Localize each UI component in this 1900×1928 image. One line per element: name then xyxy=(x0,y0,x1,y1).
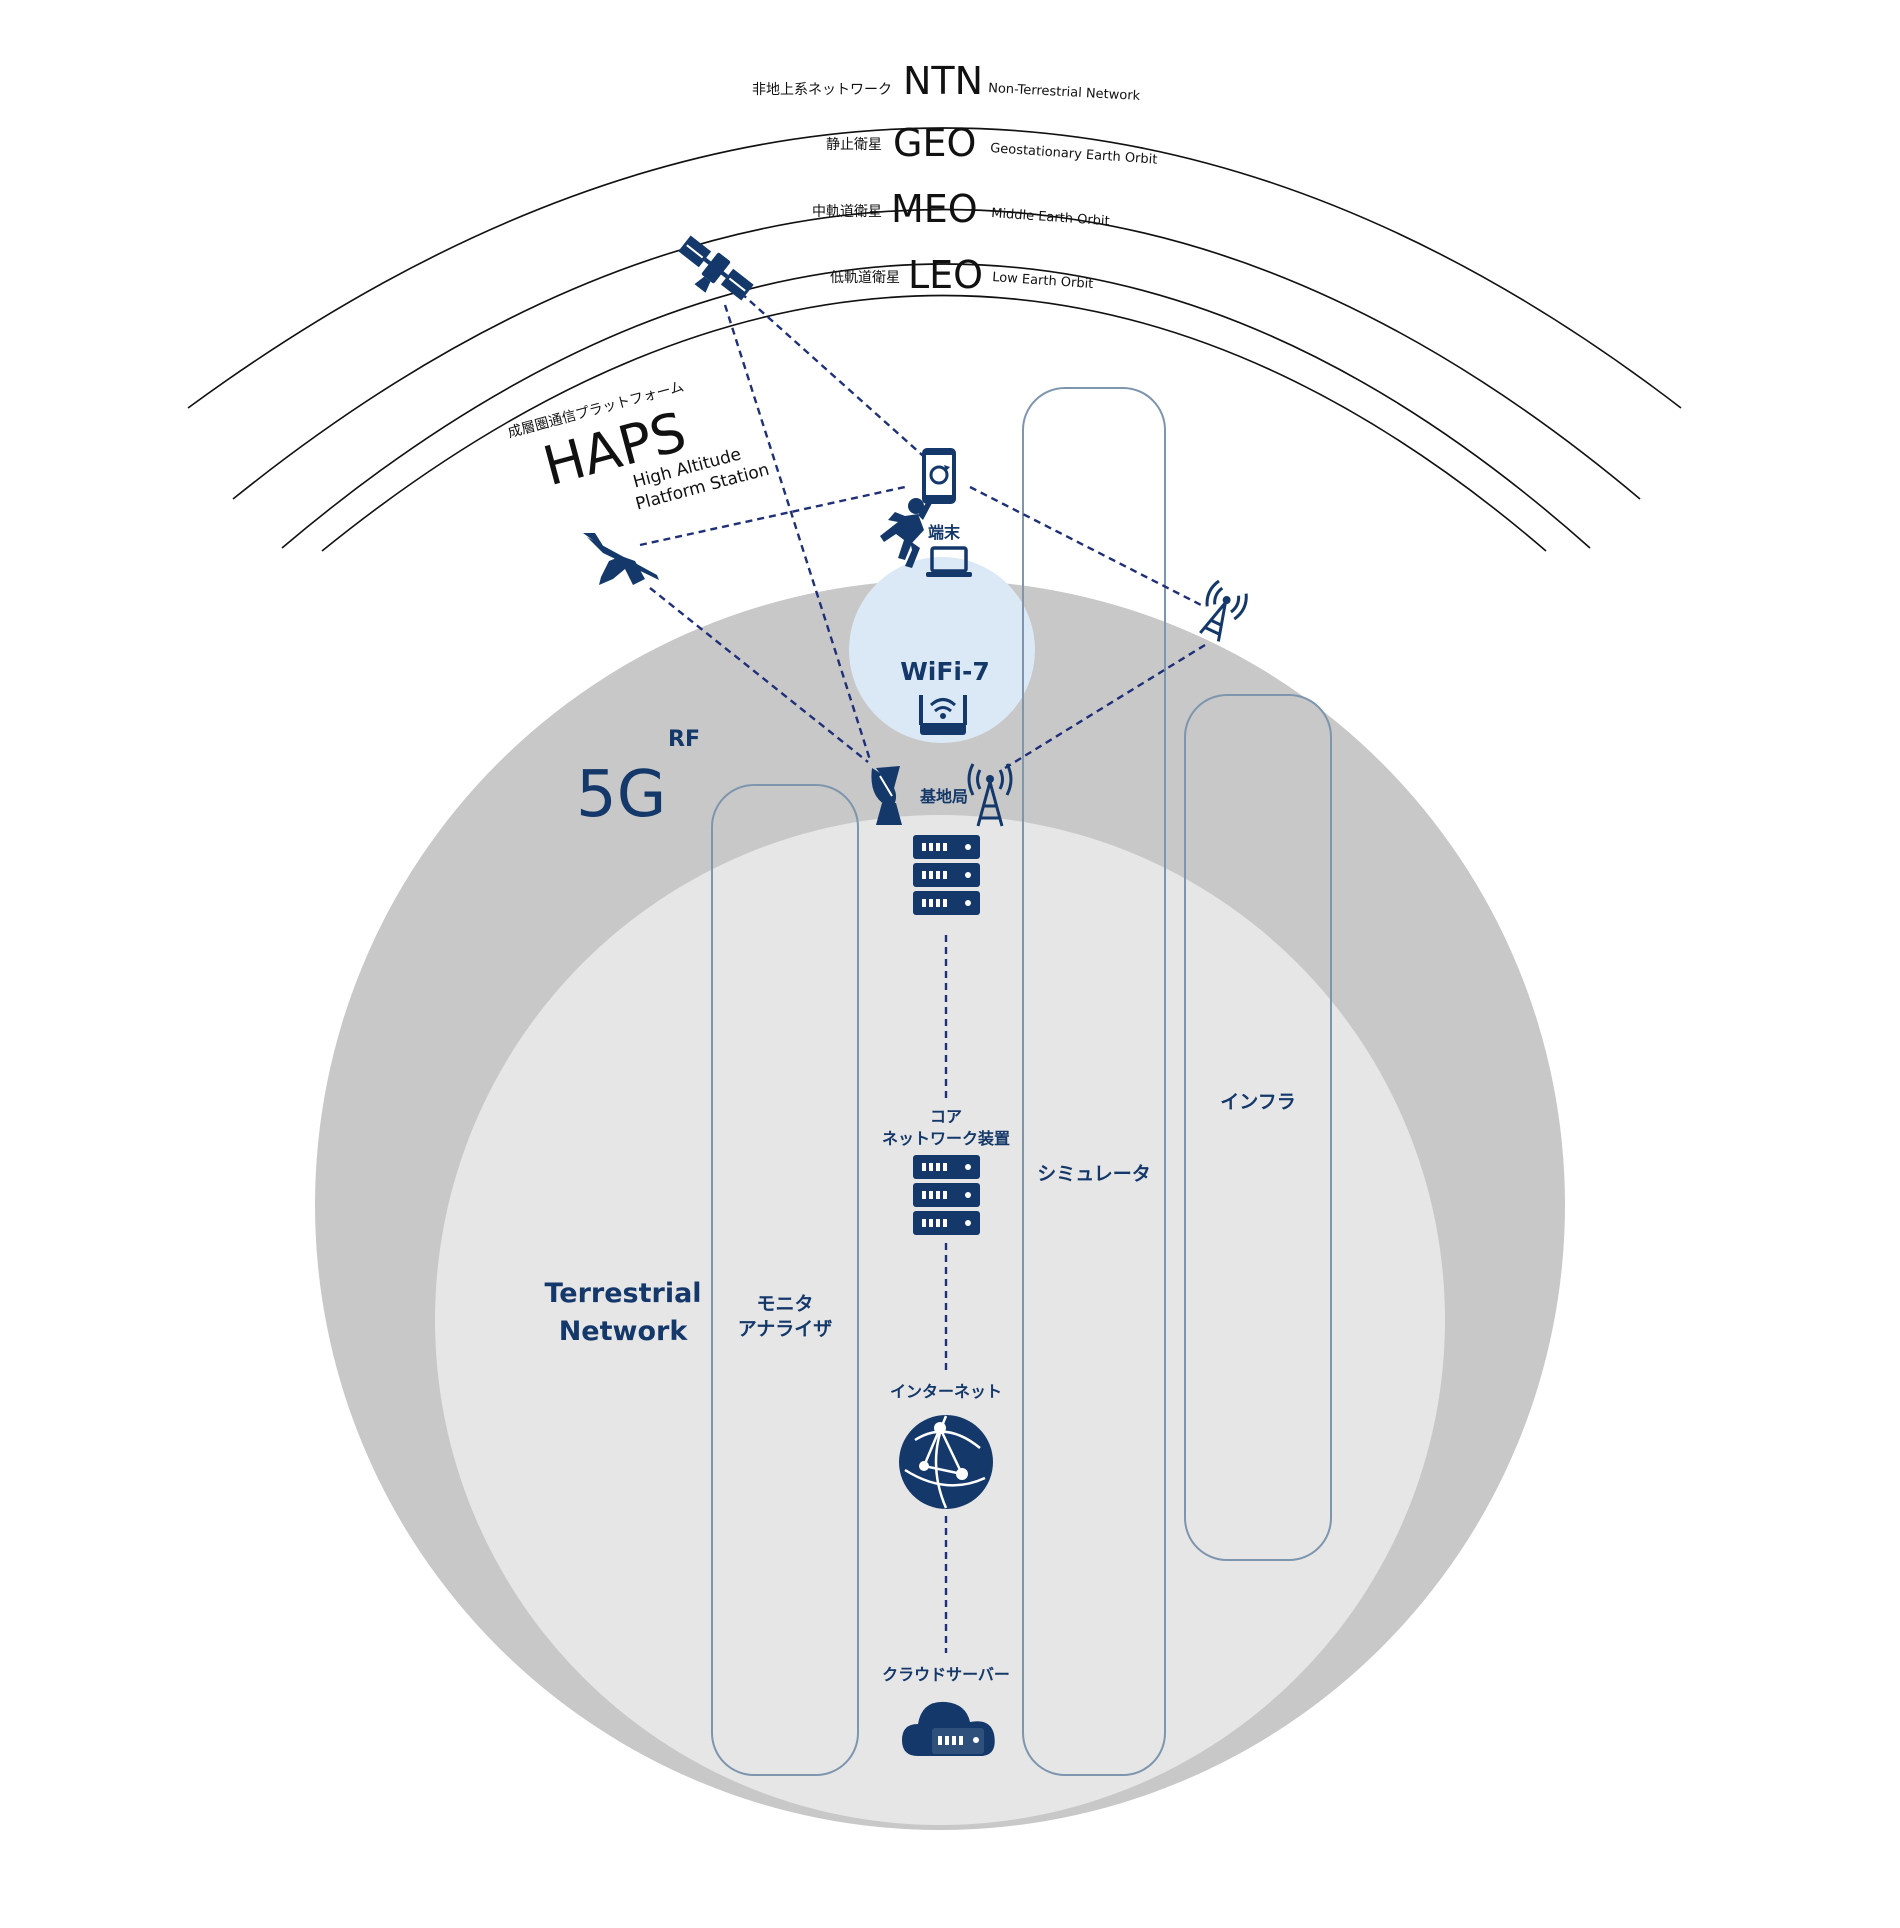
wifi-label: WiFi-7 xyxy=(900,657,990,686)
svg-text:Geostationary Earth Orbit: Geostationary Earth Orbit xyxy=(990,141,1158,168)
column-infra xyxy=(1184,694,1332,1561)
svg-text:Middle Earth Orbit: Middle Earth Orbit xyxy=(991,206,1110,229)
terminal-label: 端末 xyxy=(928,523,961,542)
simulator-label: シミュレータ xyxy=(1037,1163,1151,1185)
router-icon xyxy=(919,695,967,735)
core-network-server-icon xyxy=(913,1155,980,1235)
svg-text:非地上系ネットワーク: 非地上系ネットワーク xyxy=(752,82,892,98)
cloud-server-icon xyxy=(902,1701,995,1756)
terrestrial-network-label-line2: Network xyxy=(559,1316,689,1347)
orbit-label-geo: 静止衛星 GEO Geostationary Earth Orbit xyxy=(826,121,1158,168)
drone-icon xyxy=(583,533,659,585)
link-satellite-smartphone xyxy=(731,284,931,463)
svg-text:静止衛星: 静止衛星 xyxy=(826,137,882,153)
globe-icon xyxy=(899,1415,993,1509)
core-network-label-line2: ネットワーク装置 xyxy=(882,1129,1010,1148)
infra-label: インフラ xyxy=(1220,1091,1295,1113)
column-monitor-analyzer xyxy=(711,784,859,1776)
svg-text:Non-Terrestrial Network: Non-Terrestrial Network xyxy=(988,81,1141,104)
svg-text:MEO: MEO xyxy=(891,187,978,231)
fiveg-label: 5G xyxy=(576,758,666,832)
column-simulator xyxy=(1022,387,1166,1776)
svg-text:中軌道衛星: 中軌道衛星 xyxy=(812,204,882,220)
link-drone-smartphone xyxy=(639,485,906,547)
monitor-analyzer-label-line2: アナライザ xyxy=(738,1318,833,1340)
svg-text:Low Earth Orbit: Low Earth Orbit xyxy=(992,270,1094,292)
monitor-analyzer-label-line1: モニタ xyxy=(756,1293,813,1315)
link-drone-dish xyxy=(649,587,869,763)
terrestrial-network-label-line1: Terrestrial xyxy=(544,1278,701,1309)
svg-text:低軌道衛星: 低軌道衛星 xyxy=(830,270,900,286)
cloud-server-label: クラウドサーバー xyxy=(882,1665,1010,1684)
person-icon xyxy=(880,498,932,568)
orbit-label-ntn: 非地上系ネットワーク NTN Non-Terrestrial Network xyxy=(752,59,1141,104)
svg-text:NTN: NTN xyxy=(903,59,983,103)
satellite-icon xyxy=(678,235,754,301)
orbit-arc-geo xyxy=(232,208,1641,500)
link-tower-right-base-tower xyxy=(1004,643,1206,770)
laptop-icon xyxy=(926,546,972,577)
server-icon xyxy=(913,835,980,915)
haps-label: 成層圏通信プラットフォーム HAPS High Altitude Platfor… xyxy=(506,379,771,515)
cell-tower-icon xyxy=(967,763,1013,827)
orbit-arc-meo xyxy=(281,263,1591,549)
rf-label: RF xyxy=(668,727,700,752)
internet-label: インターネット xyxy=(890,1382,1002,1401)
wifi-coverage-circle xyxy=(849,557,1035,743)
cell-tower-right-icon xyxy=(1199,579,1248,642)
link-smartphone-tower-right xyxy=(969,485,1206,609)
base-station-label: 基地局 xyxy=(919,787,968,806)
dish-antenna-icon xyxy=(871,766,902,825)
smartphone-icon xyxy=(922,448,956,504)
link-satellite-dish xyxy=(723,304,872,761)
orbit-arc-ntn xyxy=(187,127,1682,409)
core-network-label-line1: コア xyxy=(930,1107,962,1126)
orbit-arc-leo xyxy=(321,294,1547,552)
terrestrial-inner-circle xyxy=(435,815,1445,1825)
svg-text:GEO: GEO xyxy=(893,121,976,165)
orbit-label-meo: 中軌道衛星 MEO Middle Earth Orbit xyxy=(812,187,1110,231)
orbit-label-leo: 低軌道衛星 LEO Low Earth Orbit xyxy=(830,253,1094,297)
svg-text:LEO: LEO xyxy=(908,253,983,297)
